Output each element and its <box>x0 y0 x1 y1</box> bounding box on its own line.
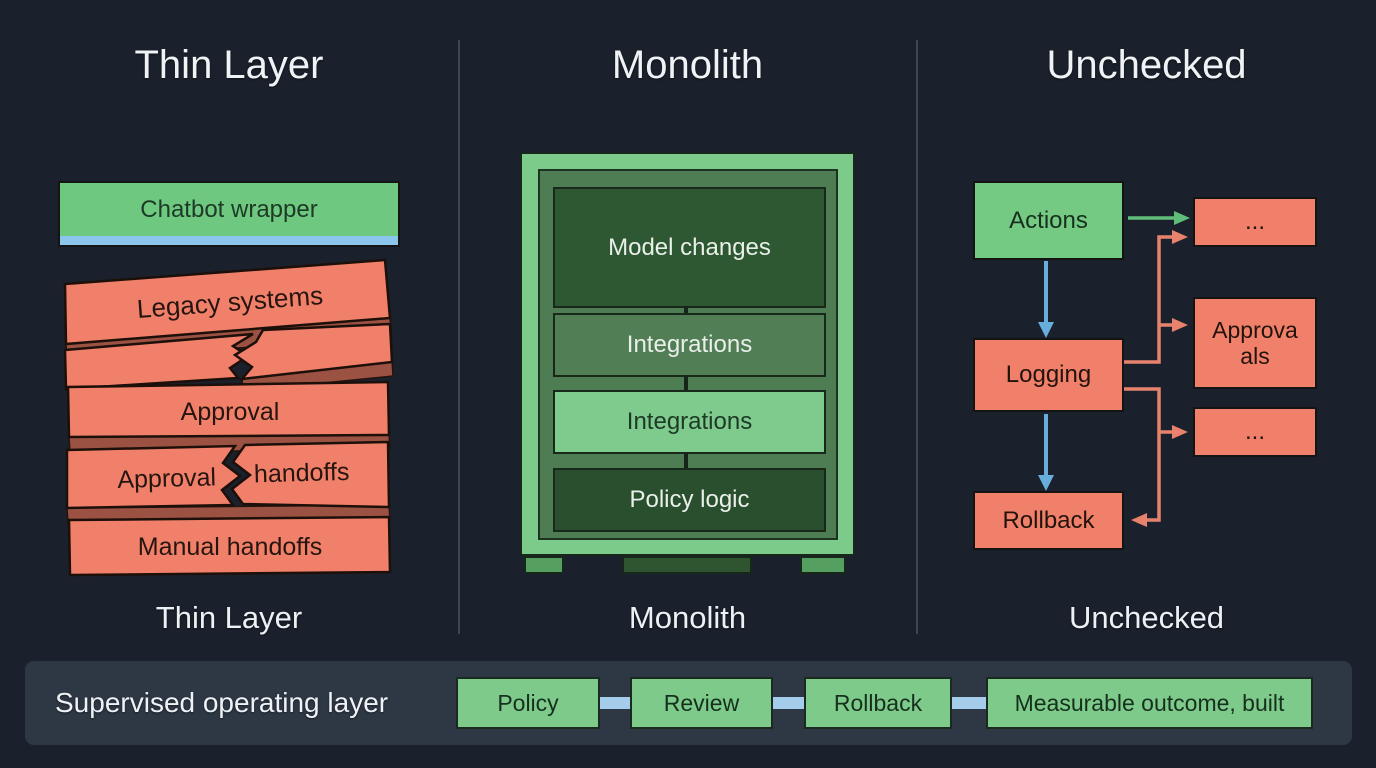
approvals-node: Approva als <box>1193 297 1317 389</box>
step-rollback-label: Rollback <box>833 689 923 716</box>
caption-monolith: Monolith <box>628 600 747 635</box>
logging-label: Logging <box>1005 361 1092 388</box>
column-divider-left <box>458 40 460 634</box>
step-measurable-outcome-label: Measurable outcome, built <box>1014 689 1285 716</box>
module-integrations-2: Integrations <box>553 390 826 454</box>
module-policy-logic: Policy logic <box>553 468 826 532</box>
salmon-path-down-head-rollback <box>1131 513 1147 527</box>
module-connector-3 <box>684 452 688 470</box>
salmon-branch-ellipsis-bottom-head <box>1172 425 1188 439</box>
salmon-branch-approvals-head <box>1172 318 1188 332</box>
ellipsis-top-label: ... <box>1244 208 1265 235</box>
module-integrations-1-label: Integrations <box>626 331 753 358</box>
column-title-unchecked: Unchecked <box>1046 43 1247 87</box>
module-integrations-1: Integrations <box>553 313 826 377</box>
approval-handoffs-right <box>230 440 391 509</box>
monolith-base-center <box>622 556 752 574</box>
step-connector-1 <box>600 697 630 709</box>
arrow-logging-to-rollback-head <box>1038 475 1054 491</box>
arrow-actions-to-logging-head <box>1038 322 1054 338</box>
caption-thin-layer: Thin Layer <box>155 600 303 635</box>
logging-node: Logging <box>973 338 1124 412</box>
step-policy-label: Policy <box>497 689 559 716</box>
approval-handoffs-label-left: Approval <box>117 463 216 494</box>
monolith-foot-right <box>800 556 846 574</box>
module-policy-logic-label: Policy logic <box>629 486 750 513</box>
step-connector-2 <box>773 697 804 709</box>
module-connector-2 <box>684 375 688 392</box>
approvals-label: Approva als <box>1212 316 1298 369</box>
step-review: Review <box>630 677 773 729</box>
column-divider-right <box>916 40 918 634</box>
chatbot-blue-strip <box>60 236 398 245</box>
step-policy: Policy <box>456 677 600 729</box>
step-measurable-outcome: Measurable outcome, built <box>986 677 1313 729</box>
cracked-plank-right <box>232 322 394 381</box>
chatbot-wrapper-label: Chatbot wrapper <box>140 196 318 223</box>
arrow-actions-to-ellipsis-head <box>1174 211 1190 225</box>
manual-handoffs-box <box>67 515 392 577</box>
approval-handoffs-label-right: handoffs <box>254 458 350 488</box>
rollback-label: Rollback <box>1002 506 1095 534</box>
legacy-systems-box <box>63 258 392 346</box>
module-model-changes-label: Model changes <box>608 233 771 261</box>
salmon-path-down <box>1124 387 1161 522</box>
manual-handoffs-label: Manual handoffs <box>138 533 322 561</box>
rollback-node: Rollback <box>973 491 1124 550</box>
unchecked-arrows-graphic <box>1038 211 1190 527</box>
column-title-thin-layer: Thin Layer <box>134 43 324 87</box>
monolith-foot-left <box>524 556 564 574</box>
module-model-changes: Model changes <box>553 187 826 308</box>
step-rollback: Rollback <box>804 677 952 729</box>
ellipsis-top-node: ... <box>1193 197 1317 247</box>
actions-node: Actions <box>973 181 1124 260</box>
module-connector-1 <box>684 306 688 316</box>
column-title-monolith: Monolith <box>611 43 764 87</box>
caption-unchecked: Unchecked <box>1068 600 1225 635</box>
ellipsis-bottom-label: ... <box>1244 418 1265 445</box>
chatbot-wrapper-box: Chatbot wrapper <box>58 181 400 247</box>
ellipsis-bottom-node: ... <box>1193 407 1317 457</box>
cracked-stack-graphic: Legacy systems Approval Approval handoff… <box>63 258 394 577</box>
module-integrations-2-label: Integrations <box>626 408 753 435</box>
actions-label: Actions <box>1009 206 1088 234</box>
salmon-path-up <box>1124 235 1172 364</box>
salmon-path-up-head-1 <box>1172 230 1188 244</box>
supervised-layer-label: Supervised operating layer <box>55 687 389 718</box>
approval-handoffs-left <box>65 444 243 510</box>
approval-label: Approval <box>181 398 280 426</box>
step-connector-3 <box>952 697 986 709</box>
step-review-label: Review <box>663 689 740 716</box>
approval-box <box>66 380 391 439</box>
